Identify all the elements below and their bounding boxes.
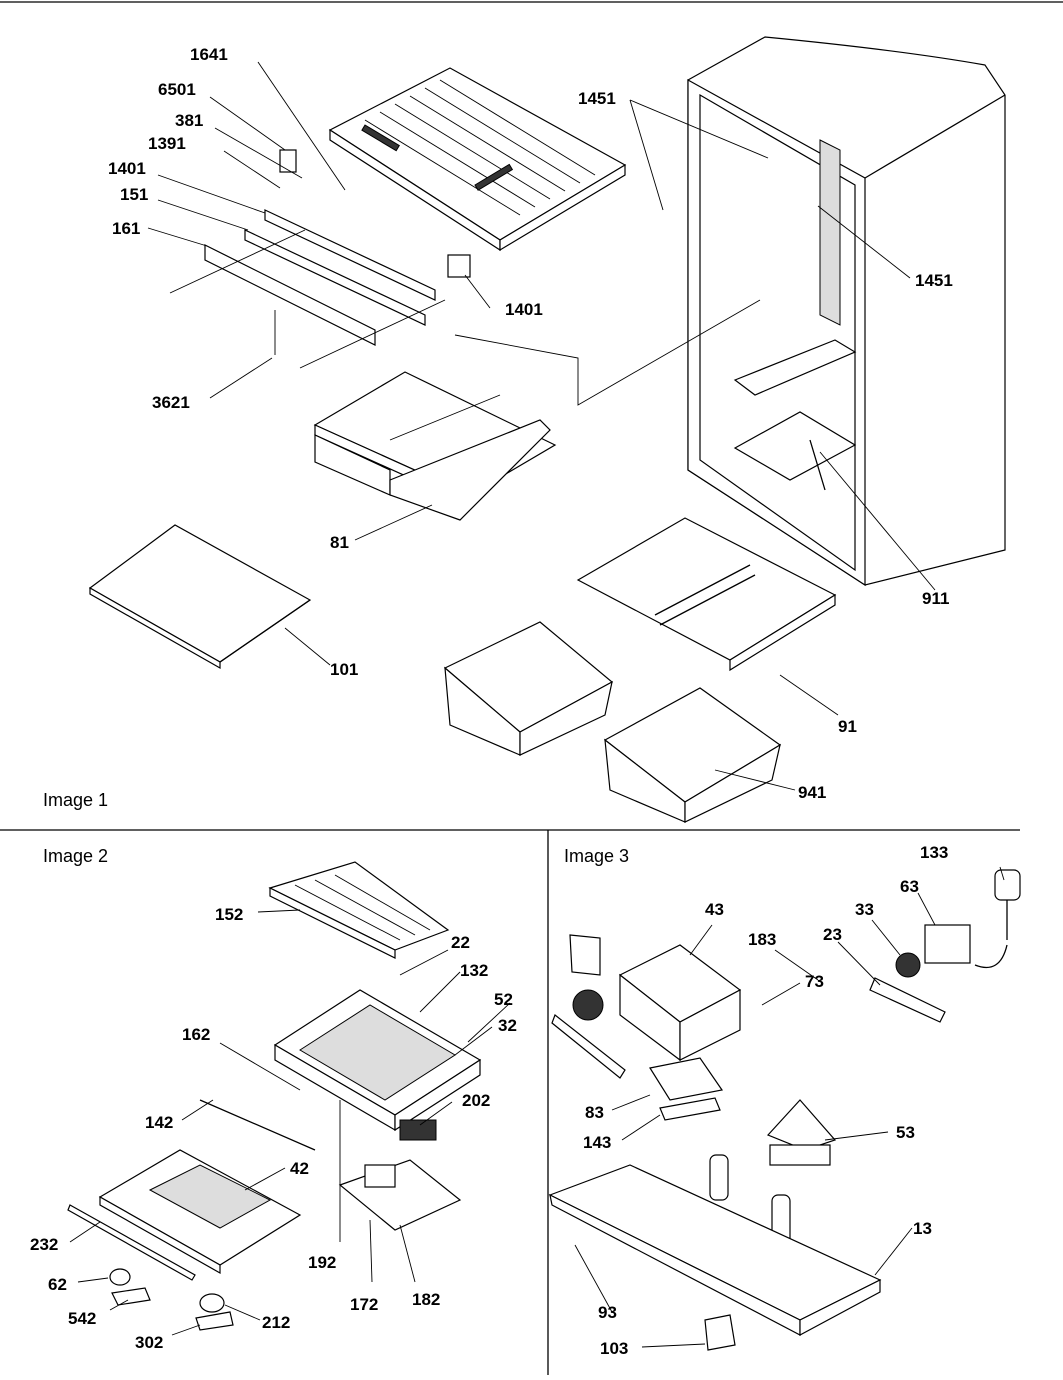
middle-shelf-drawer [313, 371, 557, 521]
callout-label: 103 [600, 1339, 628, 1358]
callout-label: 1451 [578, 89, 616, 108]
insulation-block [649, 1057, 724, 1101]
callout-label: 91 [838, 717, 857, 736]
clip-part [279, 149, 297, 173]
callout-label: 23 [823, 925, 842, 944]
image-2-drawing [67, 861, 511, 1336]
thermostat-bulb [974, 869, 1021, 969]
crisper-drawer-right [603, 687, 782, 823]
callout-label: 151 [120, 185, 148, 204]
callout-label: 81 [330, 533, 349, 552]
callout-label: 53 [896, 1123, 915, 1142]
callout-label: 212 [262, 1313, 290, 1332]
control-board [338, 1119, 462, 1231]
callout-label: 22 [451, 933, 470, 952]
callout-label: 172 [350, 1295, 378, 1314]
panel-title-image-1: Image 1 [43, 790, 108, 810]
callout-label: 52 [494, 990, 513, 1009]
callout-label: 542 [68, 1309, 96, 1328]
callout-label: 192 [308, 1253, 336, 1272]
callout-label: 232 [30, 1235, 58, 1254]
channel-part [659, 1097, 721, 1121]
callout-label: 33 [855, 900, 874, 919]
callout-label: 941 [798, 783, 826, 802]
callout-label: 1391 [148, 134, 186, 153]
shelf-cover [268, 861, 450, 959]
callout-label: 162 [182, 1025, 210, 1044]
callout-labels: 1641 6501 381 1391 1401 151 161 1401 362… [30, 45, 953, 1358]
callout-label: 43 [705, 900, 724, 919]
callout-label: 42 [290, 1159, 309, 1178]
panel-title-image-2: Image 2 [43, 846, 108, 866]
control-knob [895, 952, 921, 978]
callout-label: 132 [460, 961, 488, 980]
callout-label: 93 [598, 1303, 617, 1322]
callout-label: 1401 [108, 159, 146, 178]
control-housing [273, 989, 482, 1132]
callout-label: 182 [412, 1290, 440, 1309]
callout-label: 202 [462, 1091, 490, 1110]
knob-bracket [869, 977, 946, 1023]
image-3-leaders [574, 866, 1005, 1348]
callout-label: 152 [215, 905, 243, 924]
refrigerator-cabinet [687, 36, 1006, 587]
callout-label: 13 [913, 1219, 932, 1238]
callout-label: 101 [330, 660, 358, 679]
callout-label: 73 [805, 972, 824, 991]
image-1-leaders [147, 61, 936, 791]
callout-label: 1401 [505, 300, 543, 319]
callout-label: 133 [920, 843, 948, 862]
callout-label: 83 [585, 1103, 604, 1122]
callout-label: 302 [135, 1333, 163, 1352]
left-knob-bracket [551, 1014, 626, 1079]
left-knob [572, 989, 604, 1021]
baffle-part [569, 934, 601, 976]
base-pan [67, 1149, 302, 1331]
air-damper-housing [618, 944, 742, 1062]
callout-label: 381 [175, 111, 203, 130]
callout-label: 1451 [915, 271, 953, 290]
callout-label: 1641 [190, 45, 228, 64]
callout-label: 183 [748, 930, 776, 949]
callout-label: 32 [498, 1016, 517, 1035]
callout-label: 63 [900, 877, 919, 896]
callout-label: 142 [145, 1113, 173, 1132]
connector-part [704, 1314, 736, 1351]
callout-label: 3621 [152, 393, 190, 412]
glass-shelf [88, 524, 312, 670]
panel-titles: Image 1 Image 2 Image 3 [43, 790, 629, 866]
thermostat-control [924, 924, 971, 964]
callout-label: 62 [48, 1275, 67, 1294]
callout-label: 6501 [158, 80, 196, 99]
control-panel-base [548, 1164, 882, 1337]
crisper-drawer-left [443, 621, 614, 756]
callout-label: 911 [922, 589, 949, 608]
rod-part [199, 1099, 316, 1151]
image-2-leaders [69, 909, 511, 1336]
tube-part [709, 1154, 729, 1201]
light-socket [766, 1099, 837, 1166]
bracket-part [447, 254, 471, 278]
crisper-frame [576, 517, 837, 672]
rail-assembly [169, 209, 446, 369]
crisper-cover-shelf [328, 67, 627, 252]
callout-label: 143 [583, 1133, 611, 1152]
image-1-drawing [88, 36, 1006, 823]
image-3-drawing [548, 866, 1021, 1351]
panel-title-image-3: Image 3 [564, 846, 629, 866]
callout-label: 161 [112, 219, 140, 238]
